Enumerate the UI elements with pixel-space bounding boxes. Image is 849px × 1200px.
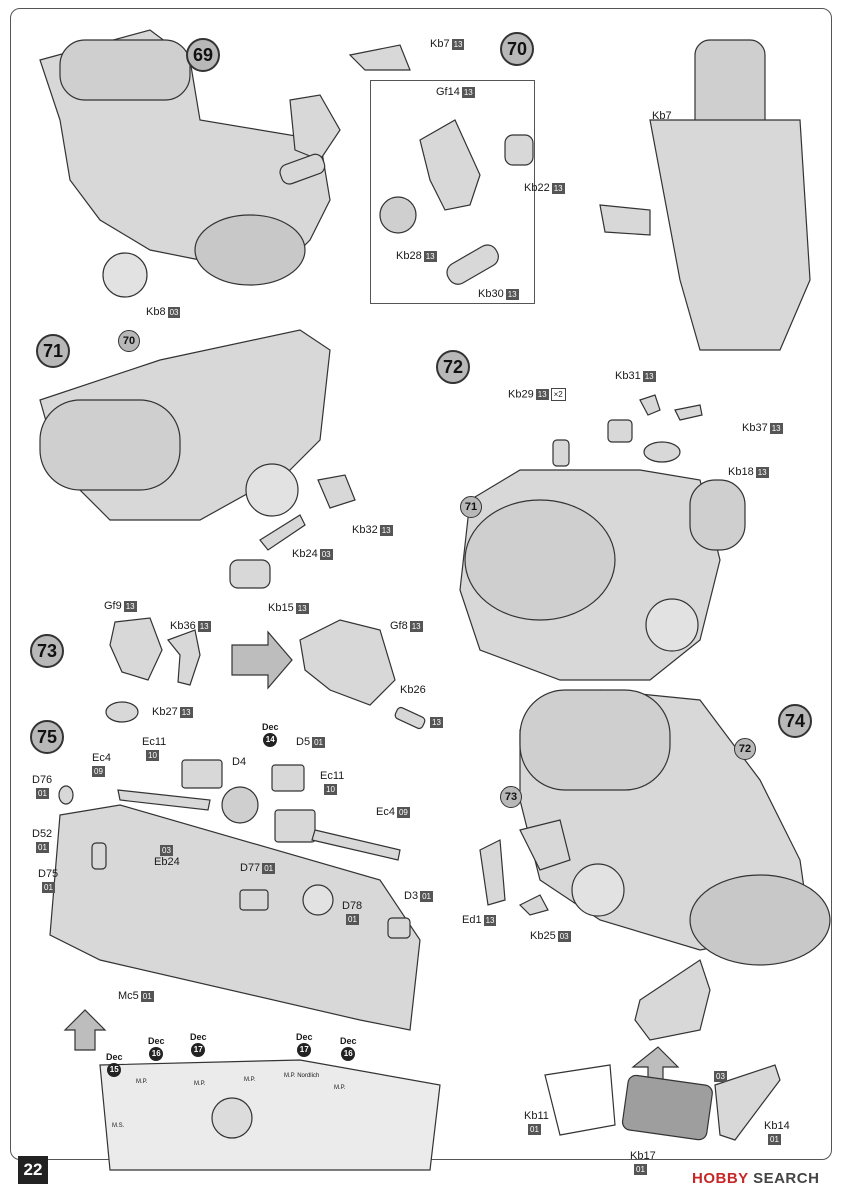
sprue-tag-kb26: 13 <box>430 716 443 728</box>
part-label-eb24: Eb24 <box>154 856 180 868</box>
sprue-tag-kb17: 03 <box>714 1070 727 1082</box>
stencil-ms: M.S. <box>112 1123 125 1129</box>
step-number-70: 70 <box>500 32 534 66</box>
page-number: 22 <box>18 1156 48 1184</box>
step-number-75: 75 <box>30 720 64 754</box>
step-number-69: 69 <box>186 38 220 72</box>
stencil-mp-4: M.P. <box>334 1085 346 1091</box>
step-ref-71: 71 <box>460 496 482 518</box>
stencil-mp-2: M.P. <box>194 1081 206 1087</box>
step-ref-72: 72 <box>734 738 756 760</box>
stencil-mp-1: M.P. <box>136 1079 148 1085</box>
stencil-mp-nordlich: M.P. Nordlich <box>284 1073 320 1079</box>
sprue-tag-eb24: 03 <box>160 844 173 856</box>
step-number-73: 73 <box>30 634 64 668</box>
step-ref-70: 70 <box>118 330 140 352</box>
step-number-72: 72 <box>436 350 470 384</box>
step70-detail-inset <box>370 80 535 304</box>
step-number-71: 71 <box>36 334 70 368</box>
step-number-74: 74 <box>778 704 812 738</box>
stencil-mp-3: M.P. <box>244 1077 256 1083</box>
watermark: HOBBY SEARCH <box>692 1170 820 1187</box>
arrow-right-icon <box>231 630 293 690</box>
part-label-d4: D4 <box>232 756 247 768</box>
step75-panel-drawing <box>49 804 421 1031</box>
part-label-kb7-view: Kb7 <box>652 110 672 122</box>
part-label-kb26: Kb26 <box>400 684 426 696</box>
step-ref-73: 73 <box>500 786 522 808</box>
